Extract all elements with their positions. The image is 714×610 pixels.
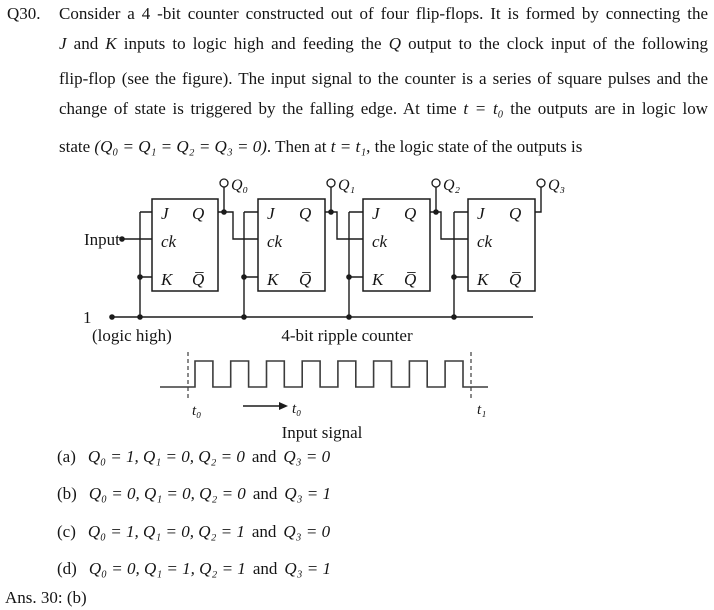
pin-label-k: K bbox=[371, 270, 385, 289]
option-label: (b) bbox=[57, 484, 77, 503]
waveform-caption: Input signal bbox=[282, 423, 363, 442]
flipflop-box bbox=[467, 198, 536, 292]
ripple-counter-caption: 4-bit ripple counter bbox=[281, 326, 413, 345]
flipflop-3: J ck K Q Q̅ Q₂ bbox=[346, 177, 468, 320]
pin-label-q: Q bbox=[404, 204, 416, 223]
pin-label-qbar: Q̅ bbox=[192, 270, 204, 289]
option-math: Q₀ = 0, Q₁ = 1, Q₂ = 1 bbox=[88, 559, 246, 578]
time-arrow-head bbox=[279, 402, 288, 410]
flipflop-4: J ck K Q Q̅ Q₃ bbox=[451, 177, 565, 320]
flipflop-1: J ck K Q Q̅ Q₀ bbox=[137, 177, 258, 320]
t0-label: t₀ bbox=[192, 403, 201, 419]
logic-high-label: (logic high) bbox=[92, 326, 172, 345]
option-math: Q₀ = 1, Q₁ = 0, Q₂ = 1 bbox=[87, 522, 245, 541]
pin-label-j: J bbox=[267, 204, 276, 223]
pin-label-ck: ck bbox=[372, 232, 388, 251]
question-line-4: change of state is triggered by the fall… bbox=[59, 99, 708, 118]
bus-start-node bbox=[109, 314, 115, 320]
option-math: Q₃ = 1 bbox=[284, 559, 332, 578]
option-a: (a) Q₀ = 1, Q₁ = 0, Q₂ = 0 and Q₃ = 0 bbox=[57, 447, 330, 467]
pin-label-q: Q bbox=[509, 204, 521, 223]
pin-label-j: J bbox=[161, 204, 170, 223]
q0-terminal-label: Q₀ bbox=[231, 177, 248, 194]
flipflop-box bbox=[151, 198, 219, 292]
pin-label-qbar: Q̅ bbox=[299, 270, 311, 289]
option-math: Q₀ = 0, Q₁ = 0, Q₂ = 0 bbox=[88, 484, 246, 503]
question-line-5: state (Q₀ = Q₁ = Q₂ = Q₃ = 0). Then at t… bbox=[59, 137, 583, 156]
q3-terminal bbox=[536, 178, 546, 188]
pin-label-q: Q bbox=[192, 204, 204, 223]
q1-terminal-label: Q₁ bbox=[338, 177, 355, 194]
pin-label-q: Q bbox=[299, 204, 311, 223]
question-number: Q30. bbox=[7, 4, 41, 23]
pin-label-qbar: Q̅ bbox=[404, 270, 416, 289]
pin-label-k: K bbox=[266, 270, 280, 289]
option-d: (d) Q₀ = 0, Q₁ = 1, Q₂ = 1 and Q₃ = 1 bbox=[57, 559, 331, 579]
pin-label-j: J bbox=[372, 204, 381, 223]
option-label: (d) bbox=[57, 559, 77, 578]
flipflop-box bbox=[362, 198, 431, 292]
q2-terminal bbox=[431, 178, 441, 188]
question-line-2: J and K inputs to logic high and feeding… bbox=[59, 34, 708, 53]
flipflop-box bbox=[257, 198, 326, 292]
input-signal-waveform: t₀ t₀ t₁ Input signal bbox=[160, 352, 488, 442]
t1-label: t₁ bbox=[477, 402, 486, 418]
option-math: Q₃ = 0 bbox=[283, 522, 331, 541]
option-label: (a) bbox=[57, 447, 76, 466]
option-conj: and bbox=[251, 447, 277, 466]
option-math: Q₃ = 1 bbox=[284, 484, 332, 503]
pin-label-ck: ck bbox=[267, 232, 283, 251]
q1-terminal bbox=[326, 178, 336, 188]
option-math: Q₀ = 1, Q₁ = 0, Q₂ = 0 bbox=[87, 447, 245, 466]
option-conj: and bbox=[252, 559, 278, 578]
option-c: (c) Q₀ = 1, Q₁ = 0, Q₂ = 1 and Q₃ = 0 bbox=[57, 522, 330, 542]
pin-label-k: K bbox=[476, 270, 490, 289]
q2-terminal-label: Q₂ bbox=[443, 177, 461, 194]
question-line-3: flip-flop (see the figure). The input si… bbox=[59, 69, 708, 88]
option-conj: and bbox=[251, 522, 277, 541]
option-b: (b) Q₀ = 0, Q₁ = 0, Q₂ = 0 and Q₃ = 1 bbox=[57, 484, 331, 504]
question-line-1: Consider a 4 -bit counter constructed ou… bbox=[59, 4, 708, 23]
pin-label-qbar: Q̅ bbox=[509, 270, 521, 289]
q3-terminal-label: Q₃ bbox=[548, 177, 565, 194]
q0-terminal bbox=[219, 178, 229, 188]
pin-label-ck: ck bbox=[161, 232, 177, 251]
pin-label-j: J bbox=[477, 204, 486, 223]
ripple-counter-diagram: J ck K Q Q̅ Q₀ J ck K Q Q̅ Q₁ J ck K Q Q… bbox=[83, 177, 565, 345]
input-node bbox=[119, 236, 125, 242]
flipflop-2: J ck K Q Q̅ Q₁ bbox=[241, 177, 363, 320]
option-conj: and bbox=[252, 484, 278, 503]
answer-line: Ans. 30: (b) bbox=[5, 588, 87, 607]
square-wave bbox=[160, 360, 488, 388]
input-label: Input bbox=[84, 230, 120, 249]
option-math: Q₃ = 0 bbox=[283, 447, 331, 466]
logic-one-label: 1 bbox=[83, 308, 92, 327]
t0-arrow-label: t₀ bbox=[292, 401, 301, 417]
pin-label-k: K bbox=[160, 270, 174, 289]
pin-label-ck: ck bbox=[477, 232, 493, 251]
option-label: (c) bbox=[57, 522, 76, 541]
